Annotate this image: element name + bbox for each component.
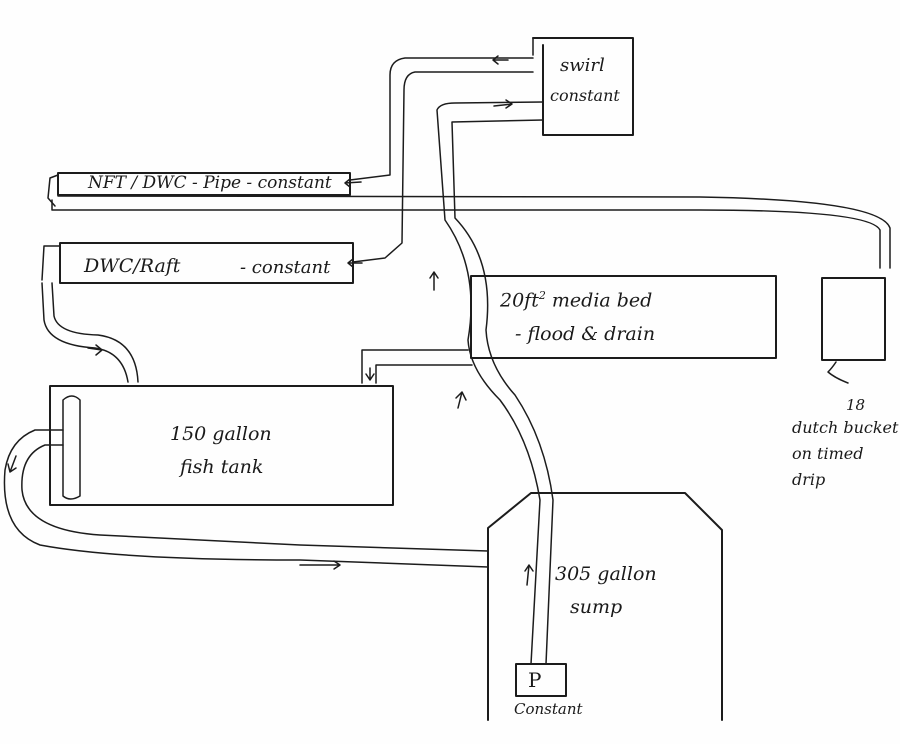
media-bed-box [470,275,777,359]
swirl-box [532,37,634,136]
dutch-bucket-box [821,277,886,361]
tank-to-sump-pipe [3,429,489,568]
dutch-bucket-line2: on timed [792,444,864,463]
pump-riser-pipe-inner [451,119,554,665]
sump-subtitle: sump [570,596,623,618]
sump-box [487,492,723,721]
pump-riser-pipe [436,101,544,665]
nft-to-bucket-pipe [51,195,891,269]
dwc-raft-suffix: - constant [240,257,331,278]
media-bed-branch [361,349,473,384]
fish-tank-box [49,385,394,506]
pump-box [515,663,567,697]
media-bed-subtitle: - flood & drain [515,323,656,345]
dutch-bucket-count: 18 [846,396,866,414]
nft-pipe-label: NFT / DWC - Pipe - constant [88,173,332,193]
dwc-raft-label: DWC/Raft [84,255,181,277]
fish-tank-subtitle: fish tank [180,456,264,478]
swirl-label: swirl [560,55,605,76]
dutch-bucket-line1: dutch bucket [792,418,899,437]
raft-to-tank-pipe [41,282,139,383]
swirl-to-nft-pipe [349,57,534,263]
swirl-constant-label: constant [550,86,620,105]
fish-tank-title: 150 gallon [170,423,272,445]
flow-arrows [7,55,849,586]
media-bed-title: 20ft2 media bed [500,289,653,312]
pump-letter: P [528,668,542,692]
pump-note: Constant [514,700,583,718]
dwc-raft-box [41,242,354,284]
dutch-bucket-line3: drip [792,470,826,489]
sump-title: 305 gallon [555,563,657,585]
